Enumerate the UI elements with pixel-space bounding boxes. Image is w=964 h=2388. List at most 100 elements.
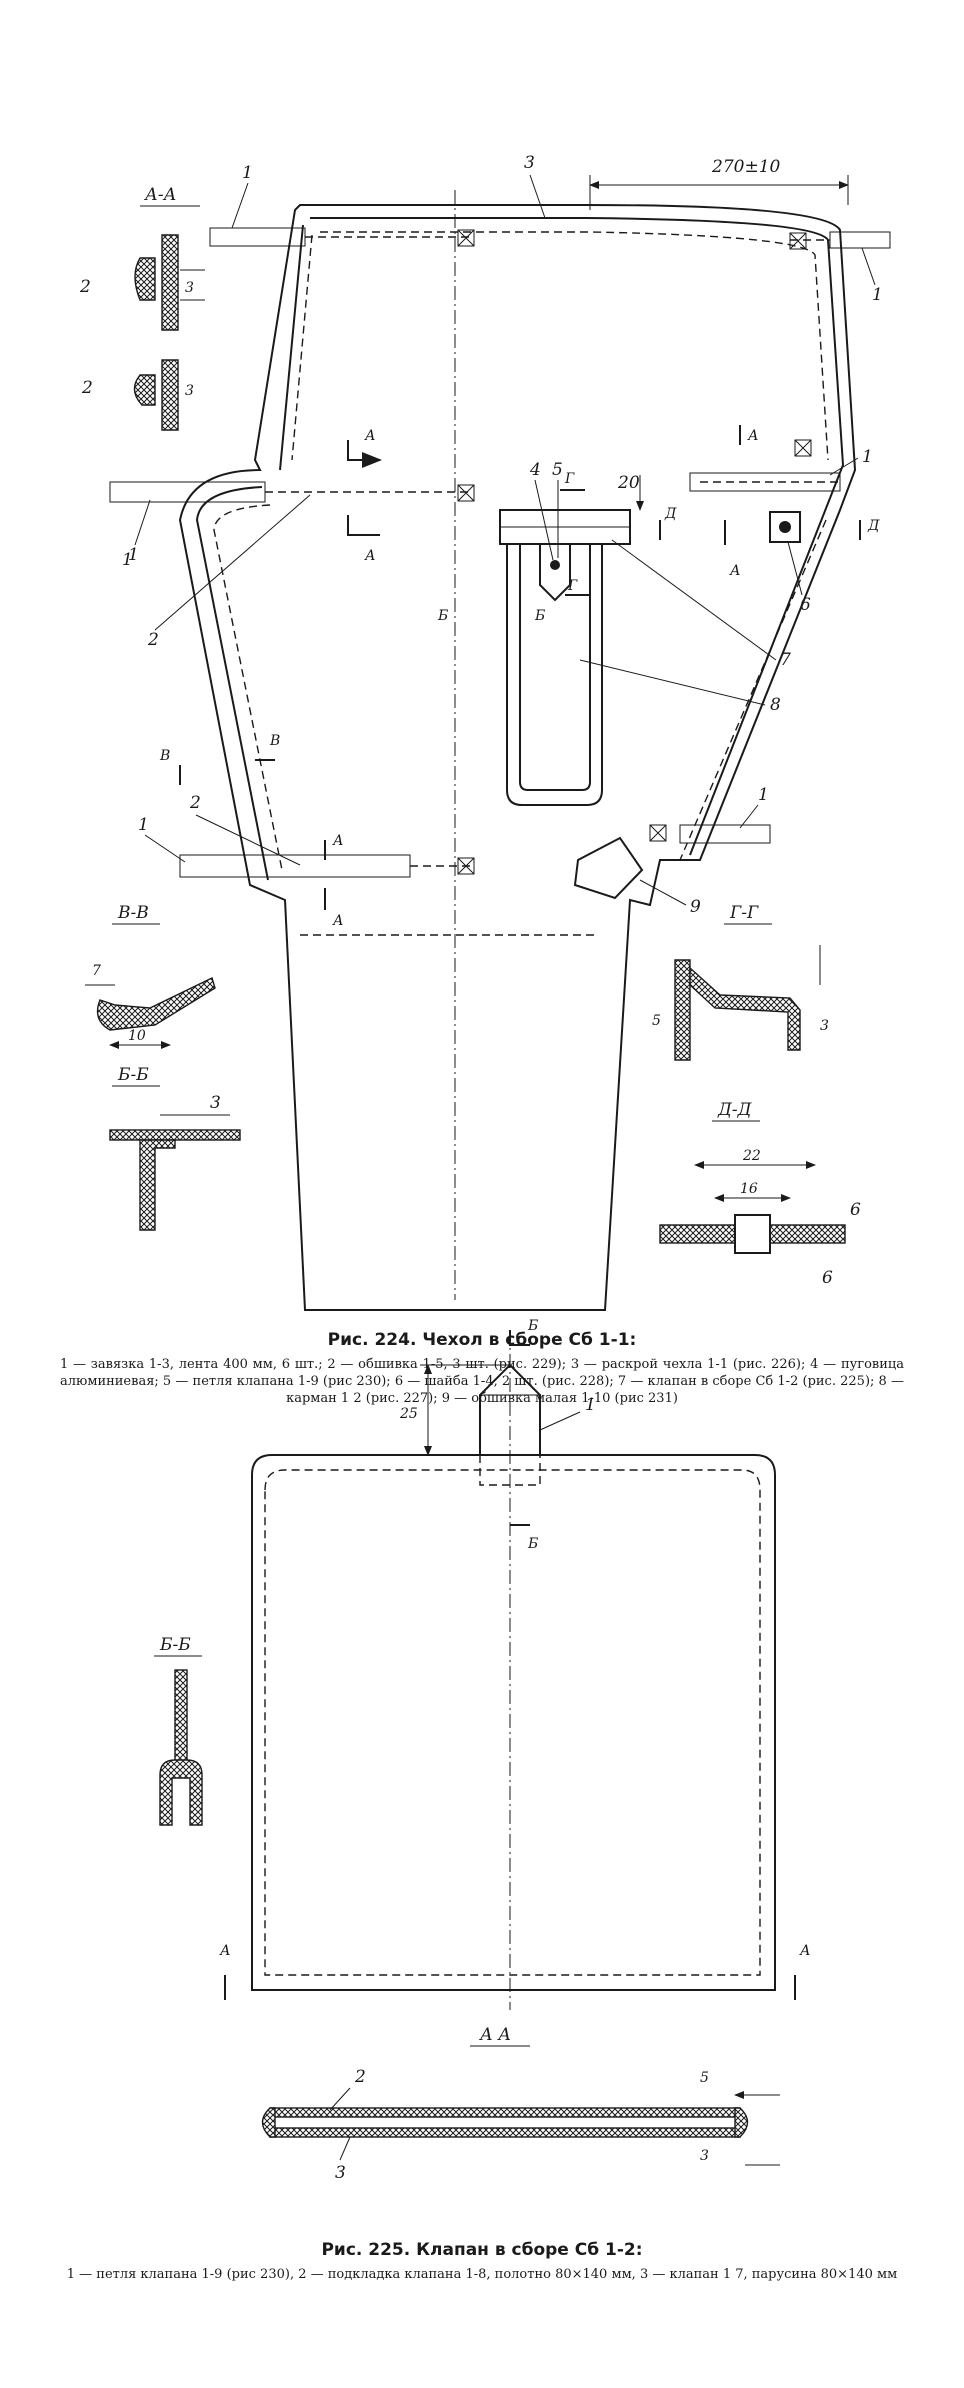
tie-lower-left [179,854,470,878]
svg-text:6: 6 [822,1268,833,1288]
cut-mark-vv: В В [159,733,280,785]
cover-outline [178,204,857,1311]
fig225-legend: 1 — петля клапана 1-9 (рис 230), 2 — под… [66,2267,898,2282]
svg-text:5: 5 [700,2070,709,2086]
fig225-caption: Рис. 225. Клапан в сборе Сб 1-2: 1 — пет… [60,2240,904,2283]
tie-lower-right [679,824,771,844]
flap-stitch [264,1469,761,1976]
fig224-title: Рис. 224. Чехол в сборе Сб 1-1: [327,1330,637,1350]
pocket-8 [506,545,603,806]
callout-2-mid: 2 [147,630,159,650]
dim-top-width-label: 270±10 [711,157,781,177]
flap-outline [251,1454,776,1991]
fig225-title: Рис. 225. Клапан в сборе Сб 1-2: [321,2240,643,2260]
fig224-drawing: 270±10 20 1 3 1 1 1 2 4 5 6 7 8 1 2 1 [79,153,891,1311]
svg-text:А: А [799,1943,811,1959]
svg-text:Г: Г [564,471,575,487]
callout-1-top: 1 [242,163,253,183]
callout-1-mid-right: 1 [862,447,873,467]
svg-text:3: 3 [700,2148,709,2164]
svg-text:В: В [159,748,170,764]
svg-text:А-А: А-А [144,185,177,205]
svg-text:22: 22 [742,1148,761,1164]
cover-seam-left [195,486,269,881]
callout-1-lower-left: 1 [138,815,149,835]
dim-20: 20 [617,473,644,511]
tie-mid-right [689,472,841,492]
svg-text:Д: Д [664,506,677,522]
svg-text:Г-Г: Г-Г [729,903,759,923]
callout-2-aa-2: 2 [81,378,93,398]
svg-text:Б: Б [527,1318,538,1334]
cover-seam [279,217,845,856]
svg-text:7: 7 [92,963,101,979]
fig224-caption: Рис. 224. Чехол в сборе Сб 1-1: 1 — завя… [60,1330,904,1407]
callout-1-lower-right: 1 [758,785,769,805]
washer-6 [769,511,801,543]
callout-3: 3 [524,153,535,173]
svg-text:Б-Б: Б-Б [117,1065,149,1085]
callout-2-lower: 2 [189,793,201,813]
section-bb: Б-Б 3 [109,1065,241,1231]
svg-text:А: А [332,913,344,929]
svg-text:А: А [747,428,759,444]
section-gg: Г-Г 5 3 [652,903,829,1061]
fig224-legend: 1 — завязка 1-3, лента 400 мм, 6 шт.; 2 … [60,1357,904,1406]
fig225-section-bb: Б-Б [154,1635,203,1826]
svg-text:2: 2 [354,2067,366,2087]
svg-text:А: А [332,833,344,849]
section-vv: В-В 7 10 [85,903,216,1049]
svg-text:6: 6 [850,1200,861,1220]
svg-text:А: А [364,548,376,564]
cut-mark-gg: Г Г [560,471,590,596]
svg-text:Г: Г [567,578,578,594]
svg-text:А А: А А [479,2025,511,2045]
svg-text:А: А [219,1943,231,1959]
dim-20-label: 20 [617,473,640,493]
loop-5 [539,545,571,602]
svg-text:А: А [729,563,741,579]
fig225-callout-1: 1 [585,1395,596,1415]
svg-text:Д-Д: Д-Д [717,1100,753,1120]
cut-mark-dd: Д Д [659,506,880,540]
svg-text:3: 3 [185,280,194,296]
svg-text:10: 10 [128,1028,146,1044]
svg-text:Д: Д [867,518,880,534]
callout-1-tape: 1 [122,550,133,570]
dim-top-width: 270±10 [589,157,849,210]
cut-mark-bb: Б Б [437,608,545,624]
svg-text:Б: Б [527,1536,538,1552]
tie-mid-left [109,481,470,503]
callout-8: 8 [770,695,781,715]
section-dd: Д-Д 22 16 6 6 [659,1100,861,1288]
callout-6: 6 [800,595,811,615]
svg-text:В-В: В-В [117,903,149,923]
callout-7: 7 [780,650,791,670]
callout-1-mid-left: 1 [128,545,139,565]
svg-text:3: 3 [335,2163,346,2183]
tie-top-left [209,227,470,247]
svg-text:Б: Б [534,608,545,624]
svg-text:3: 3 [185,383,194,399]
cut-mark-aa: А А [347,428,382,564]
fig225-drawing: Б-Б 25 1 Б Б А А [154,1318,811,2183]
button-4 [550,560,560,570]
svg-text:16: 16 [740,1181,758,1197]
svg-text:3: 3 [210,1093,221,1113]
svg-text:3: 3 [820,1018,829,1034]
cut-mark-aa-lower: А А [324,833,344,929]
stitch-right [679,519,827,861]
callout-4: 4 [529,460,541,480]
svg-text:5: 5 [652,1013,661,1029]
cut-mark-aa-right: А А [724,425,759,579]
fig225-dim-25: 25 [399,1364,510,1456]
callout-1-right: 1 [872,285,883,305]
facing-9 [573,836,644,900]
callout-5: 5 [552,460,563,480]
svg-text:А: А [364,428,376,444]
svg-text:Б: Б [437,608,448,624]
section-aa: А-А 3 3 [133,185,205,431]
fig225-section-aa: А А 5 3 2 3 [261,2025,780,2183]
stitch-left [213,234,313,871]
